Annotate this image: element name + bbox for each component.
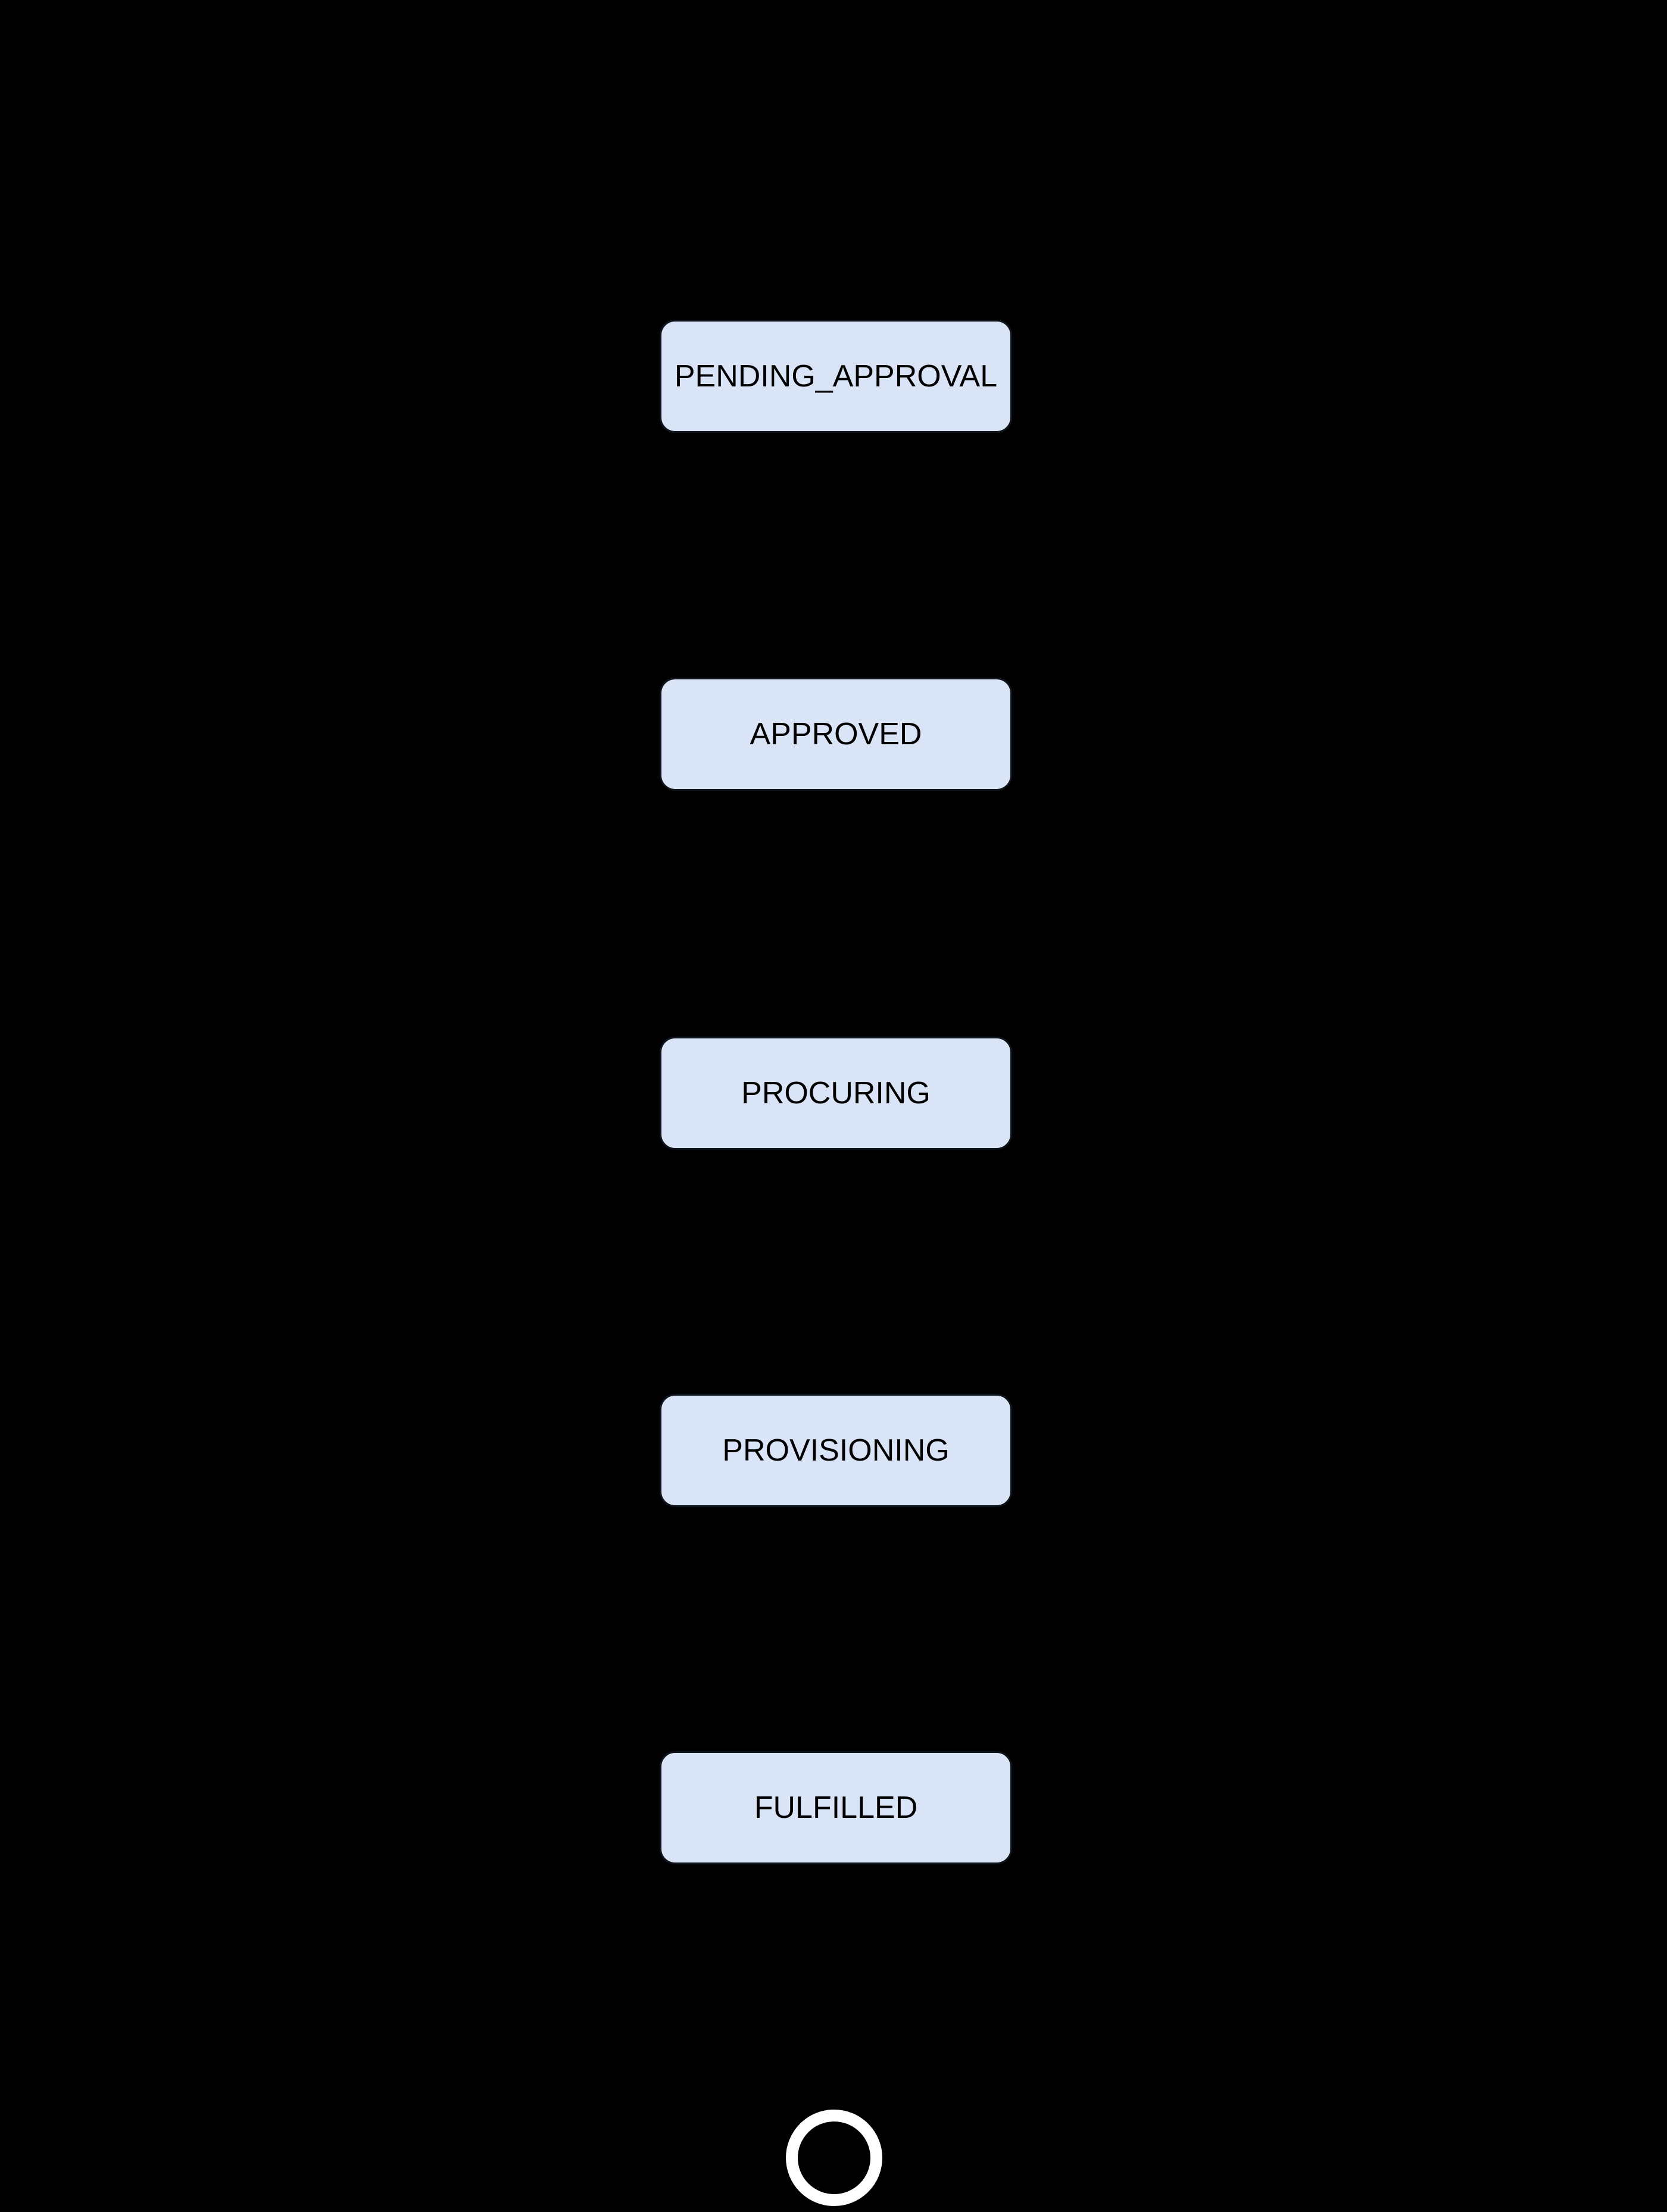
state-label-pending-approval: PENDING_APPROVAL <box>674 359 998 394</box>
state-node-fulfilled: FULFILLED <box>660 1751 1012 1864</box>
state-node-procuring: PROCURING <box>660 1037 1012 1150</box>
final-state-icon <box>786 2110 882 2206</box>
state-label-approved: APPROVED <box>750 717 922 751</box>
state-node-pending-approval: PENDING_APPROVAL <box>660 320 1012 433</box>
state-node-provisioning: PROVISIONING <box>660 1394 1012 1507</box>
state-label-provisioning: PROVISIONING <box>722 1433 950 1468</box>
state-label-fulfilled: FULFILLED <box>754 1790 918 1825</box>
state-node-approved: APPROVED <box>660 678 1012 791</box>
state-label-procuring: PROCURING <box>741 1076 931 1110</box>
